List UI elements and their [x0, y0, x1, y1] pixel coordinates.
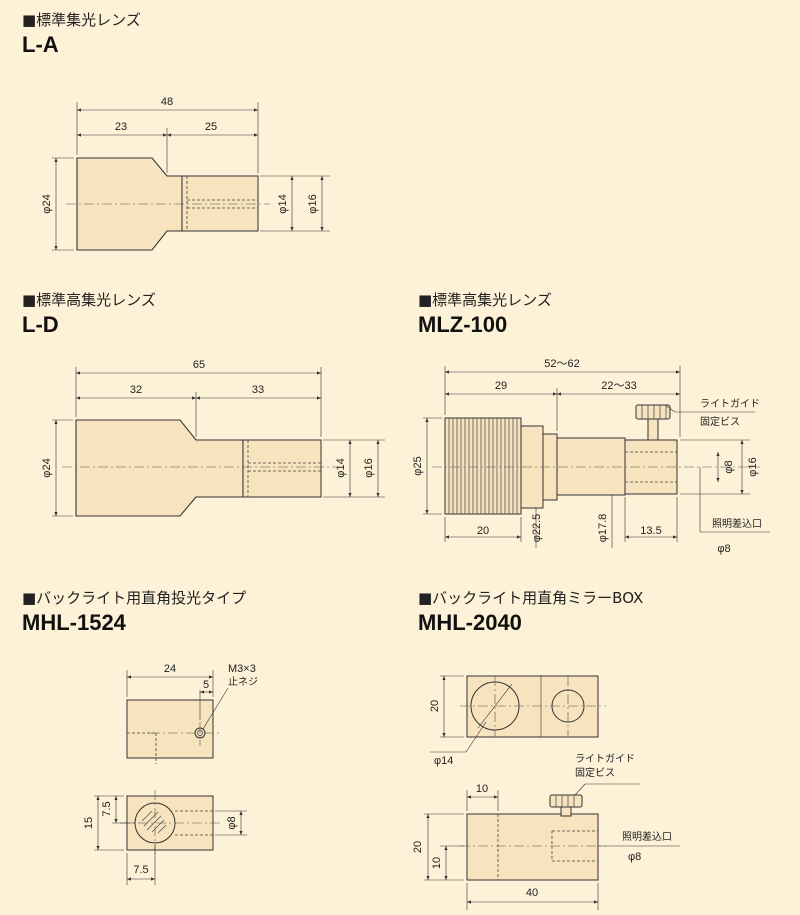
la-dim-right: 25 [205, 121, 217, 133]
mhl2040-dim-top-dia: φ14 [434, 755, 453, 767]
mhl1524-heading: ■バックライト用直角投光タイプ [22, 589, 247, 607]
la-dim-overall: 48 [161, 96, 173, 108]
ld-dim-left: 32 [130, 384, 142, 396]
ld-dim-right: 33 [252, 384, 264, 396]
mlz-dim-right: 22～33 [601, 380, 636, 392]
mlz-note-screw-1: ライトガイド [700, 398, 760, 410]
ld-dim-overall: 65 [193, 359, 205, 371]
mhl2040-heading: ■バックライト用直角ミラーBOX [418, 589, 644, 607]
mlz-dim-dia-178: φ17.8 [597, 514, 609, 543]
ld-tip [242, 439, 322, 498]
mlz-note-port: 照明差込口 [712, 517, 762, 530]
mhl2040-drawing: 20 φ14 10 20 10 40 ライトガイド 固定ビス [412, 675, 680, 910]
mhl2040-dim-half: 10 [431, 857, 443, 869]
mlz-dim-tip-length: 13.5 [640, 525, 661, 537]
mlz-drawing: 52～62 29 22～33 φ25 20 φ22.5 φ17.8 13.5 φ… [412, 358, 770, 555]
mlz-dim-overall: 52～62 [544, 358, 579, 370]
mlz-heading: ■標準高集光レンズ [418, 291, 552, 309]
mhl1524-drawing: 24 5 M3×3 止ネジ 15 7.5 φ8 7.5 [83, 663, 258, 885]
mhl2040-dim-length: 40 [526, 887, 538, 899]
mhl1524-note-screw-label: 止ネジ [228, 676, 258, 688]
mlz-knurl-lines [448, 418, 518, 514]
mlz-dim-dia-225: φ22.5 [531, 514, 543, 543]
la-dim-body: φ24 [41, 194, 53, 213]
mhl1524-dim-hole: φ8 [226, 816, 238, 829]
mhl2040-screw-head [549, 794, 583, 808]
mlz-dim-outer: φ16 [747, 457, 759, 476]
mhl2040-dim-top-height: 20 [429, 700, 441, 712]
mhl1524-lens-hatch [141, 810, 167, 834]
ld-model: L-D [22, 312, 59, 337]
mhl2040-note-screw-2: 固定ビス [575, 766, 615, 779]
ld-dim-body: φ24 [41, 458, 53, 477]
mlz-knurl-ring [444, 417, 522, 515]
mhl1524-dim-bottom: 7.5 [133, 864, 148, 876]
la-model: L-A [22, 32, 59, 57]
la-dim-left: 23 [115, 121, 127, 133]
mhl2040-model: MHL-2040 [418, 610, 522, 635]
mhl1524-dim-height: 15 [83, 817, 95, 829]
mlz-dim-knurl-length: 20 [477, 525, 489, 537]
mhl2040-dim-height: 20 [412, 841, 424, 853]
mhl1524-dim-half: 7.5 [101, 801, 113, 816]
mhl1524-model: MHL-1524 [22, 610, 126, 635]
mhl2040-dim-port: φ8 [628, 851, 641, 863]
mhl2040-note-port: 照明差込口 [622, 830, 672, 843]
la-tip [181, 175, 259, 232]
la-heading: ■標準集光レンズ [22, 11, 141, 29]
ld-heading: ■標準高集光レンズ [22, 291, 156, 309]
mlz-screw-head [635, 404, 671, 420]
mhl1524-dim-offset: 5 [203, 679, 209, 691]
ld-lens-body [75, 419, 244, 517]
mhl1524-note-screw: M3×3 [228, 663, 256, 675]
mhl2040-dim-w10: 10 [476, 783, 488, 795]
la-dim-inner: φ14 [277, 194, 289, 213]
mlz-model: MLZ-100 [418, 312, 508, 337]
mhl2040-note-screw-1: ライトガイド [575, 753, 635, 765]
mhl1524-dim-width: 24 [164, 663, 176, 675]
ld-dim-inner: φ14 [335, 458, 347, 477]
mlz-dim-left: 29 [495, 380, 507, 392]
mlz-dim-bottom: φ8 [717, 543, 730, 555]
mlz-dim-body: φ25 [412, 456, 424, 475]
mlz-screw-shank [647, 417, 659, 441]
mlz-note-screw-2: 固定ビス [700, 415, 740, 428]
mlz-dim-inner: φ8 [723, 460, 735, 473]
la-drawing: 48 23 25 φ24 φ14 φ16 [41, 96, 330, 251]
ld-drawing: 65 32 33 φ24 φ14 φ16 [41, 359, 385, 517]
mhl2040-front-view [466, 813, 599, 881]
mlz-mid-body [556, 437, 626, 496]
la-dim-outer: φ16 [307, 194, 319, 213]
ld-dim-outer: φ16 [363, 458, 375, 477]
